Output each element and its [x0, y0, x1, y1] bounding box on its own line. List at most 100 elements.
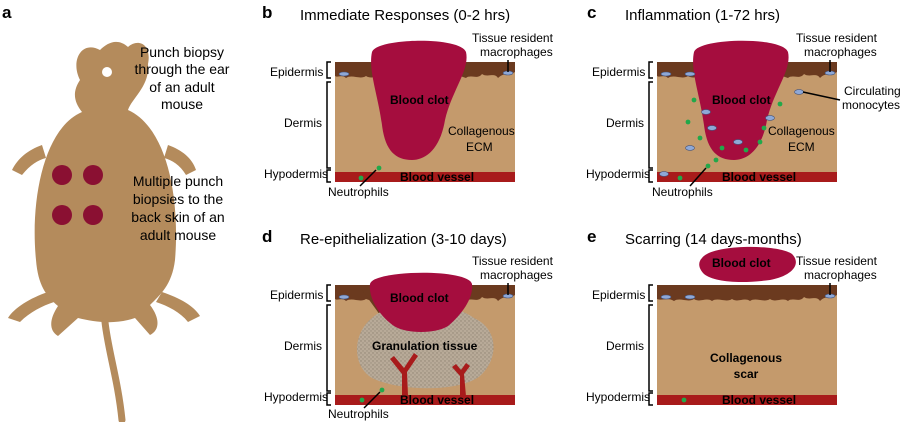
neutrophil-cell — [358, 175, 364, 181]
ecm-label: Collagenous — [448, 124, 515, 138]
macrophages-label: Tissue resident — [472, 31, 554, 45]
blood-vessel — [657, 395, 837, 405]
monocyte-cell — [794, 89, 804, 95]
panel-c-title: Inflammation (1-72 hrs) — [625, 7, 780, 24]
hypodermis-label: Hypodermis — [264, 390, 328, 404]
neutrophil-cell — [677, 175, 683, 181]
mouse-body — [34, 41, 177, 337]
epidermis-bracket — [326, 284, 331, 302]
panel-b: b Immediate Responses (0-2 hrs) Epidermi… — [262, 3, 554, 199]
epidermis-label: Epidermis — [270, 288, 323, 302]
granulation-tissue — [357, 304, 494, 389]
svg-text:adult mouse: adult mouse — [140, 227, 216, 243]
dermis-block — [657, 285, 837, 405]
capillary-sprout-right — [452, 363, 470, 396]
monocyte-cell — [701, 109, 711, 115]
mouse-tail — [101, 318, 126, 424]
macrophages-label: macrophages — [804, 45, 877, 59]
monocyte-cell — [685, 145, 695, 151]
svg-text:of an adult: of an adult — [149, 79, 214, 95]
blood-vessel-label: Blood vessel — [722, 170, 796, 184]
neutrophil-pointer — [363, 391, 381, 409]
scar-label: Collagenous — [710, 351, 782, 365]
back-punch-biopsy-2 — [83, 165, 103, 185]
macrophages-label: macrophages — [480, 268, 553, 282]
hypodermis-label: Hypodermis — [264, 167, 328, 181]
macrophage-cell — [338, 294, 350, 300]
neutrophil-cell — [379, 387, 385, 393]
monocytes-label: Circulating — [844, 84, 900, 98]
neutrophils-label: Neutrophils — [328, 407, 389, 421]
neutrophil-cell — [681, 397, 687, 403]
mouse-left-forepaw — [12, 145, 46, 175]
ecm-label: ECM — [788, 140, 815, 154]
macrophage-cell — [660, 71, 672, 77]
panel-a-label: a — [2, 3, 12, 22]
macrophage-cell — [660, 294, 672, 300]
granulation-tissue-label: Granulation tissue — [372, 339, 478, 353]
epidermis-layer — [657, 285, 837, 301]
blood-clot — [369, 272, 473, 332]
scar-label: scar — [734, 367, 759, 381]
blood-vessel-label: Blood vessel — [722, 393, 796, 407]
svg-text:Punch biopsy: Punch biopsy — [140, 44, 224, 60]
panel-e-label: e — [587, 227, 596, 246]
hypodermis-label: Hypodermis — [586, 390, 650, 404]
monocytes-label: monocytes — [842, 98, 900, 112]
neutrophils-label: Neutrophils — [328, 185, 389, 199]
epidermis-bracket — [648, 61, 653, 79]
panel-d-title: Re-epithelialization (3-10 days) — [300, 231, 507, 248]
panel-d-label: d — [262, 227, 272, 246]
blood-vessel-label: Blood vessel — [400, 393, 474, 407]
neutrophil-cell — [713, 157, 719, 163]
neutrophil-pointer — [359, 169, 377, 187]
epidermis-label: Epidermis — [270, 65, 323, 79]
monocyte-cell — [733, 139, 743, 145]
dermis-bracket — [326, 81, 331, 169]
epidermis-bracket — [648, 284, 653, 302]
panel-e: e Scarring (14 days-months) Epidermis De… — [586, 227, 878, 407]
panel-c-label: c — [587, 3, 596, 22]
monocyte-cell — [765, 115, 775, 121]
epidermis-bracket — [326, 61, 331, 79]
capillary-sprout-left — [390, 353, 418, 396]
hypodermis-bracket — [648, 169, 653, 183]
neutrophil-cell — [691, 97, 697, 103]
panel-e-title: Scarring (14 days-months) — [625, 231, 802, 248]
monocyte-cell — [707, 125, 717, 131]
mouse-right-forepaw — [164, 145, 196, 175]
neutrophil-cell — [761, 125, 767, 131]
mouse-silhouette — [8, 41, 200, 424]
svg-text:back skin of an: back skin of an — [131, 209, 224, 225]
dermis-bracket — [648, 81, 653, 169]
macrophage-cell — [684, 294, 696, 300]
blood-clot — [371, 40, 467, 160]
monocyte-pointer — [802, 91, 841, 101]
blood-vessel — [335, 172, 515, 182]
back-punch-biopsy-3 — [52, 205, 72, 225]
ear-punch-hole — [102, 67, 112, 77]
svg-text:Multiple punch: Multiple punch — [133, 173, 223, 189]
dermis-bracket — [648, 304, 653, 392]
hypodermis-bracket — [648, 392, 653, 406]
dermis-label: Dermis — [606, 116, 644, 130]
back-biopsy-caption: Multiple punch biopsies to the back skin… — [131, 173, 224, 243]
neutrophil-cell — [777, 101, 783, 107]
neutrophil-cell — [697, 135, 703, 141]
neutrophil-cell — [743, 147, 749, 153]
hypodermis-bracket — [326, 169, 331, 183]
dermis-label: Dermis — [606, 339, 644, 353]
back-punch-biopsy-1 — [52, 165, 72, 185]
neutrophil-cell — [685, 119, 691, 125]
macrophages-label: Tissue resident — [796, 254, 878, 268]
svg-text:biopsies to the: biopsies to the — [133, 191, 223, 207]
dermis-label: Dermis — [284, 116, 322, 130]
dermis-label: Dermis — [284, 339, 322, 353]
panel-d: d Re-epithelialization (3-10 days) Epide… — [262, 227, 554, 421]
svg-text:through the ear: through the ear — [135, 61, 230, 77]
epidermis-label: Epidermis — [592, 288, 645, 302]
macrophage-cell — [684, 71, 696, 77]
neutrophil-cell — [705, 163, 711, 169]
